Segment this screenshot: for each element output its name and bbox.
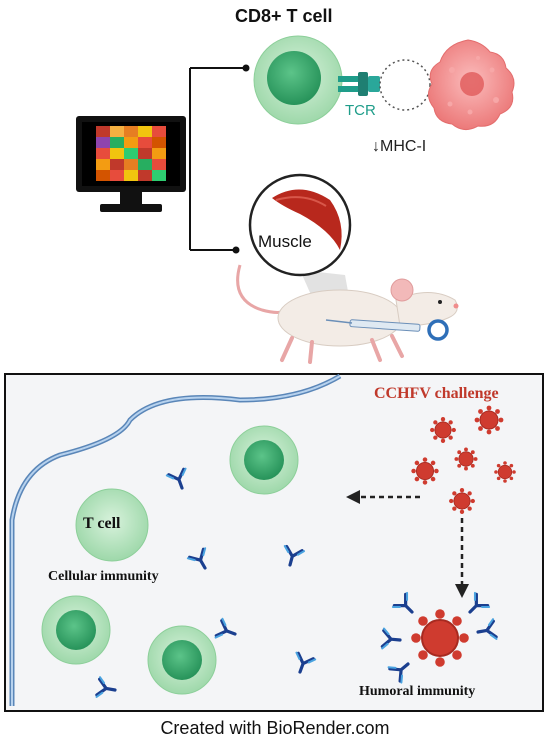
connector-dot-top (242, 64, 250, 72)
cellular-immunity-label: Cellular immunity (48, 569, 159, 584)
heatmap-cell (152, 137, 166, 148)
heatmap-grid (96, 126, 166, 181)
heatmap-cell (138, 170, 152, 181)
heatmap-cell (152, 126, 166, 137)
heatmap-cell (110, 170, 124, 181)
heatmap-cell (124, 126, 138, 137)
t-cell-icon (75, 488, 149, 562)
syringe-icon (325, 319, 449, 341)
heatmap-cell (96, 148, 110, 159)
mhc-label: ↓MHC-I (372, 138, 427, 155)
heatmap-cell (138, 126, 152, 137)
virus-icon (493, 460, 517, 484)
mouse-icon (236, 264, 459, 364)
cd8-t-cell-title: CD8+ T cell (235, 6, 333, 26)
heatmap-cell (152, 159, 166, 170)
heatmap-cell (96, 159, 110, 170)
connector-lines (189, 67, 246, 251)
t-cell-label: T cell (83, 515, 121, 532)
heatmap-cell (138, 148, 152, 159)
t-cell-icon (229, 425, 299, 495)
humoral-immunity-label: Humoral immunity (359, 684, 476, 699)
virus-icon (474, 405, 504, 435)
heatmap-cell (96, 170, 110, 181)
tcr-label: TCR (345, 102, 376, 119)
heatmap-cell (138, 137, 152, 148)
heatmap-cell (124, 159, 138, 170)
heatmap-cell (152, 170, 166, 181)
connector-dot-bottom (232, 246, 240, 254)
heatmap-cell (124, 137, 138, 148)
computer-monitor-icon (76, 116, 186, 212)
t-cell-icon (41, 595, 111, 665)
heatmap-cell (110, 159, 124, 170)
cchfv-challenge-label: CCHFV challenge (374, 385, 499, 402)
heatmap-cell (110, 126, 124, 137)
heatmap-cell (152, 148, 166, 159)
heatmap-cell (96, 126, 110, 137)
biorender-credit: Created with BioRender.com (160, 718, 390, 738)
muscle-label: Muscle (258, 232, 312, 251)
virus-icon (454, 447, 478, 471)
heatmap-cell (110, 148, 124, 159)
dashed-arrow-down (455, 518, 469, 598)
t-cell-icon (147, 625, 217, 695)
heatmap-cell (124, 148, 138, 159)
dashed-arrow-left (346, 490, 420, 504)
cell-membrane-highlight (11, 375, 341, 706)
cd8-t-cell-icon (253, 35, 343, 125)
heatmap-cell (96, 137, 110, 148)
heatmap-cell (110, 137, 124, 148)
virus-icon (410, 456, 440, 486)
virus-icon (448, 487, 476, 515)
missing-mhc-dotted-circle (379, 59, 431, 111)
heatmap-cell (138, 159, 152, 170)
heatmap-cell (124, 170, 138, 181)
target-cell-icon (428, 39, 515, 130)
tcr-receptor-icon (338, 72, 380, 96)
virus-icon (429, 416, 457, 444)
